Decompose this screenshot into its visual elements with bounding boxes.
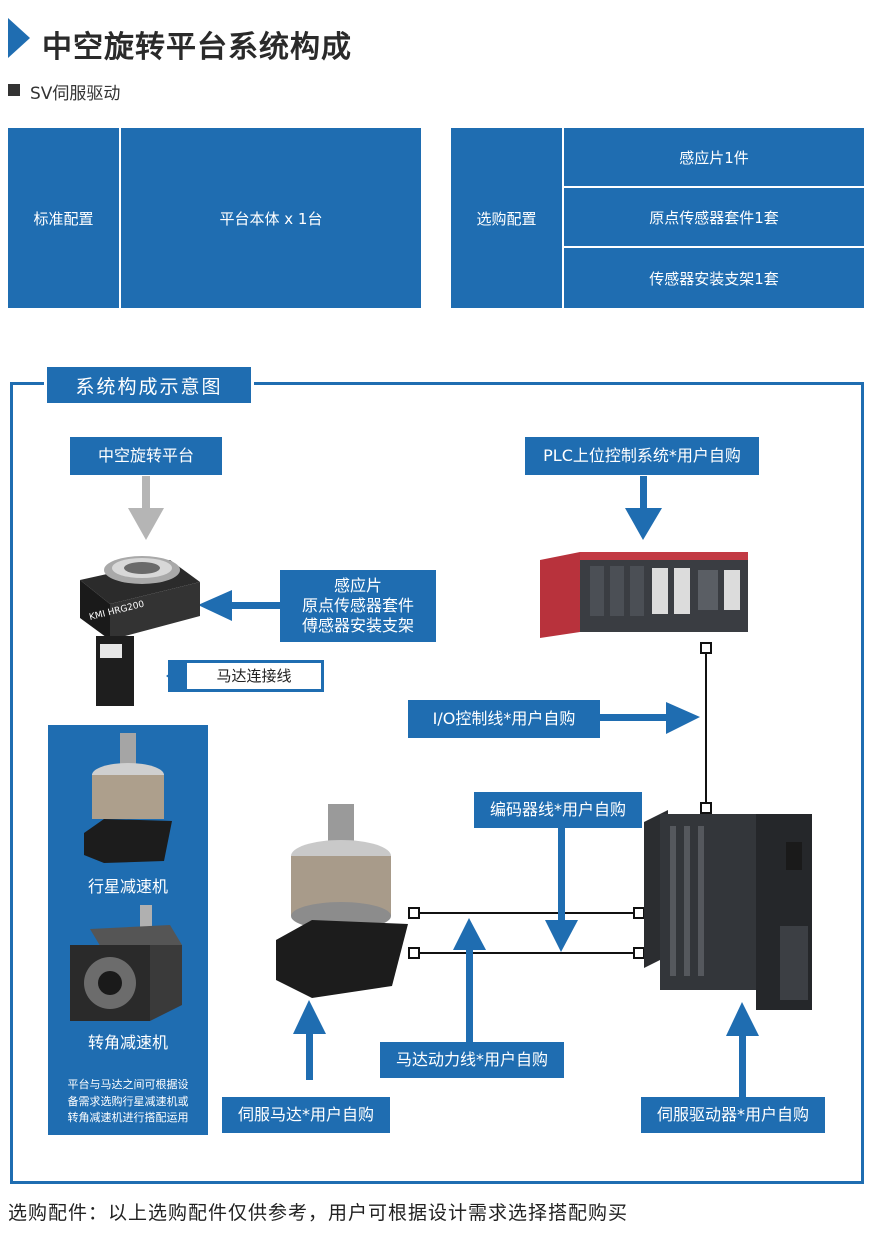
power-arrow-icon (453, 918, 486, 1042)
planetary-reducer-label: 行星减速机 (87, 877, 168, 896)
rotary-platform-image: KMI HRG200 (80, 556, 200, 706)
encoder-arrow-icon (545, 828, 578, 952)
servo-driver-arrow-icon (726, 1002, 759, 1100)
page-title: 中空旋转平台系统构成 (42, 30, 352, 65)
angle-reducer-image (70, 905, 182, 1021)
table-divider (562, 128, 564, 308)
motor-cable-label-box: 马达连接线 (168, 660, 324, 692)
plc-label: PLC上位控制系统*用户自购 (525, 437, 759, 475)
optional-config-label: 选购配置 (476, 209, 537, 228)
planetary-reducer-image (84, 733, 172, 863)
title-arrow-icon (8, 18, 30, 58)
servo-driver-image (644, 810, 812, 1010)
optional-config-item-1: 感应片1件 (679, 148, 749, 167)
sensor-kit-label: 感应片 原点传感器套件 傅感器安装支架 (280, 570, 436, 642)
connector-node (700, 642, 712, 654)
diagram-title: 系统构成示意图 (44, 364, 254, 406)
gray-arrow-icon (128, 476, 164, 540)
servo-motor-image (276, 804, 408, 998)
table-divider (119, 128, 121, 308)
motor-cable-label: 马达连接线 (187, 663, 321, 689)
io-label: I/O控制线*用户自购 (408, 700, 600, 738)
servo-motor-label: 伺服马达*用户自购 (222, 1097, 390, 1133)
table-divider (564, 246, 864, 248)
sensor-arrow-icon (198, 590, 280, 621)
platform-label: 中空旋转平台 (70, 437, 222, 475)
plc-arrow-icon (625, 476, 662, 540)
connector-node (700, 802, 712, 814)
reducer-note-line-3: 转角减速机进行搭配运用 (67, 1111, 189, 1124)
diagram-frame (10, 382, 864, 1184)
io-arrow-icon (600, 702, 700, 734)
standard-config-item: 平台本体 x 1台 (219, 209, 323, 228)
reducer-panel: 行星减速机 转角减速机 平台与马达之间可根据设 备需求选购行星减速机或 转角减速… (48, 725, 208, 1135)
footer-note: 选购配件：以上选购配件仅供参考，用户可根据设计需求选择搭配购买 (8, 1202, 629, 1224)
encoder-label: 编码器线*用户自购 (474, 792, 642, 828)
reducer-note: 平台与马达之间可根据设 备需求选购行星减速机或 转角减速机进行搭配运用 (48, 1077, 208, 1127)
standard-config-table: 标准配置 平台本体 x 1台 (8, 128, 421, 308)
optional-config-table: 选购配置 感应片1件 原点传感器套件1套 传感器安装支架1套 (451, 128, 864, 308)
sensor-kit-line-3: 傅感器安装支架 (301, 616, 414, 635)
sensor-kit-line-1: 感应片 (333, 576, 382, 595)
table-divider (564, 186, 864, 188)
servo-driver-label: 伺服驱动器*用户自购 (641, 1097, 825, 1133)
power-line-label: 马达动力线*用户自购 (380, 1042, 564, 1078)
connector-node (408, 907, 420, 919)
reducer-note-line-2: 备需求选购行星减速机或 (67, 1094, 189, 1108)
sensor-kit-line-2: 原点传感器套件 (301, 596, 414, 615)
standard-config-label: 标准配置 (33, 209, 94, 228)
optional-config-item-2: 原点传感器套件1套 (649, 208, 779, 227)
optional-config-item-3: 传感器安装支架1套 (649, 269, 779, 288)
square-bullet-icon (8, 84, 20, 96)
angle-reducer-label: 转角减速机 (87, 1033, 168, 1052)
connector-node (408, 947, 420, 959)
subtitle: SV伺服驱动 (30, 84, 121, 104)
plc-image (540, 552, 748, 638)
reducer-note-line-1: 平台与马达之间可根据设 (67, 1078, 189, 1091)
servo-motor-arrow-icon (293, 1000, 326, 1080)
